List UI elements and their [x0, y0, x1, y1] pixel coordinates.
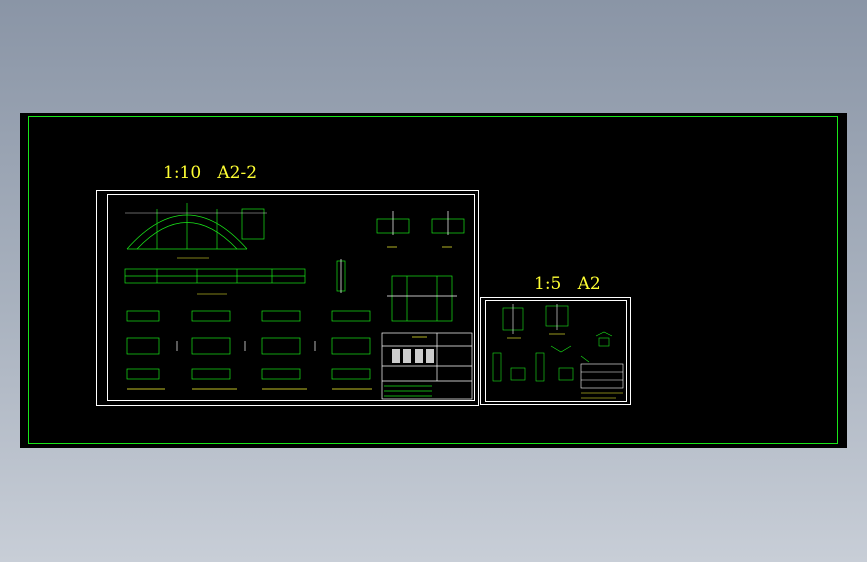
- sheet-large-scale: 1:10: [163, 163, 202, 183]
- beam-details-row-3: [126, 368, 371, 380]
- sheet-small[interactable]: [480, 297, 631, 405]
- sheet-small-label: 1:5 A2: [534, 274, 601, 294]
- beam-details-row-2: [126, 337, 371, 355]
- sheet-small-border: [485, 300, 627, 402]
- sheet-large-drawing: [124, 203, 473, 400]
- sheet-large-size: A2-2: [217, 163, 258, 183]
- sheet-large[interactable]: [96, 190, 479, 406]
- sheet-large-label: 1:10 A2-2: [163, 163, 257, 183]
- sheet-large-border: [107, 194, 475, 401]
- drawing-frame: [28, 116, 838, 444]
- sheet-small-drawing: [492, 304, 624, 399]
- small-title-block: [580, 363, 624, 389]
- beam-details-row-1: [126, 310, 371, 322]
- sheet-small-scale: 1:5: [534, 274, 562, 294]
- sheet-small-size: A2: [577, 274, 601, 294]
- cad-model-space[interactable]: 1:10 A2-2: [20, 113, 847, 448]
